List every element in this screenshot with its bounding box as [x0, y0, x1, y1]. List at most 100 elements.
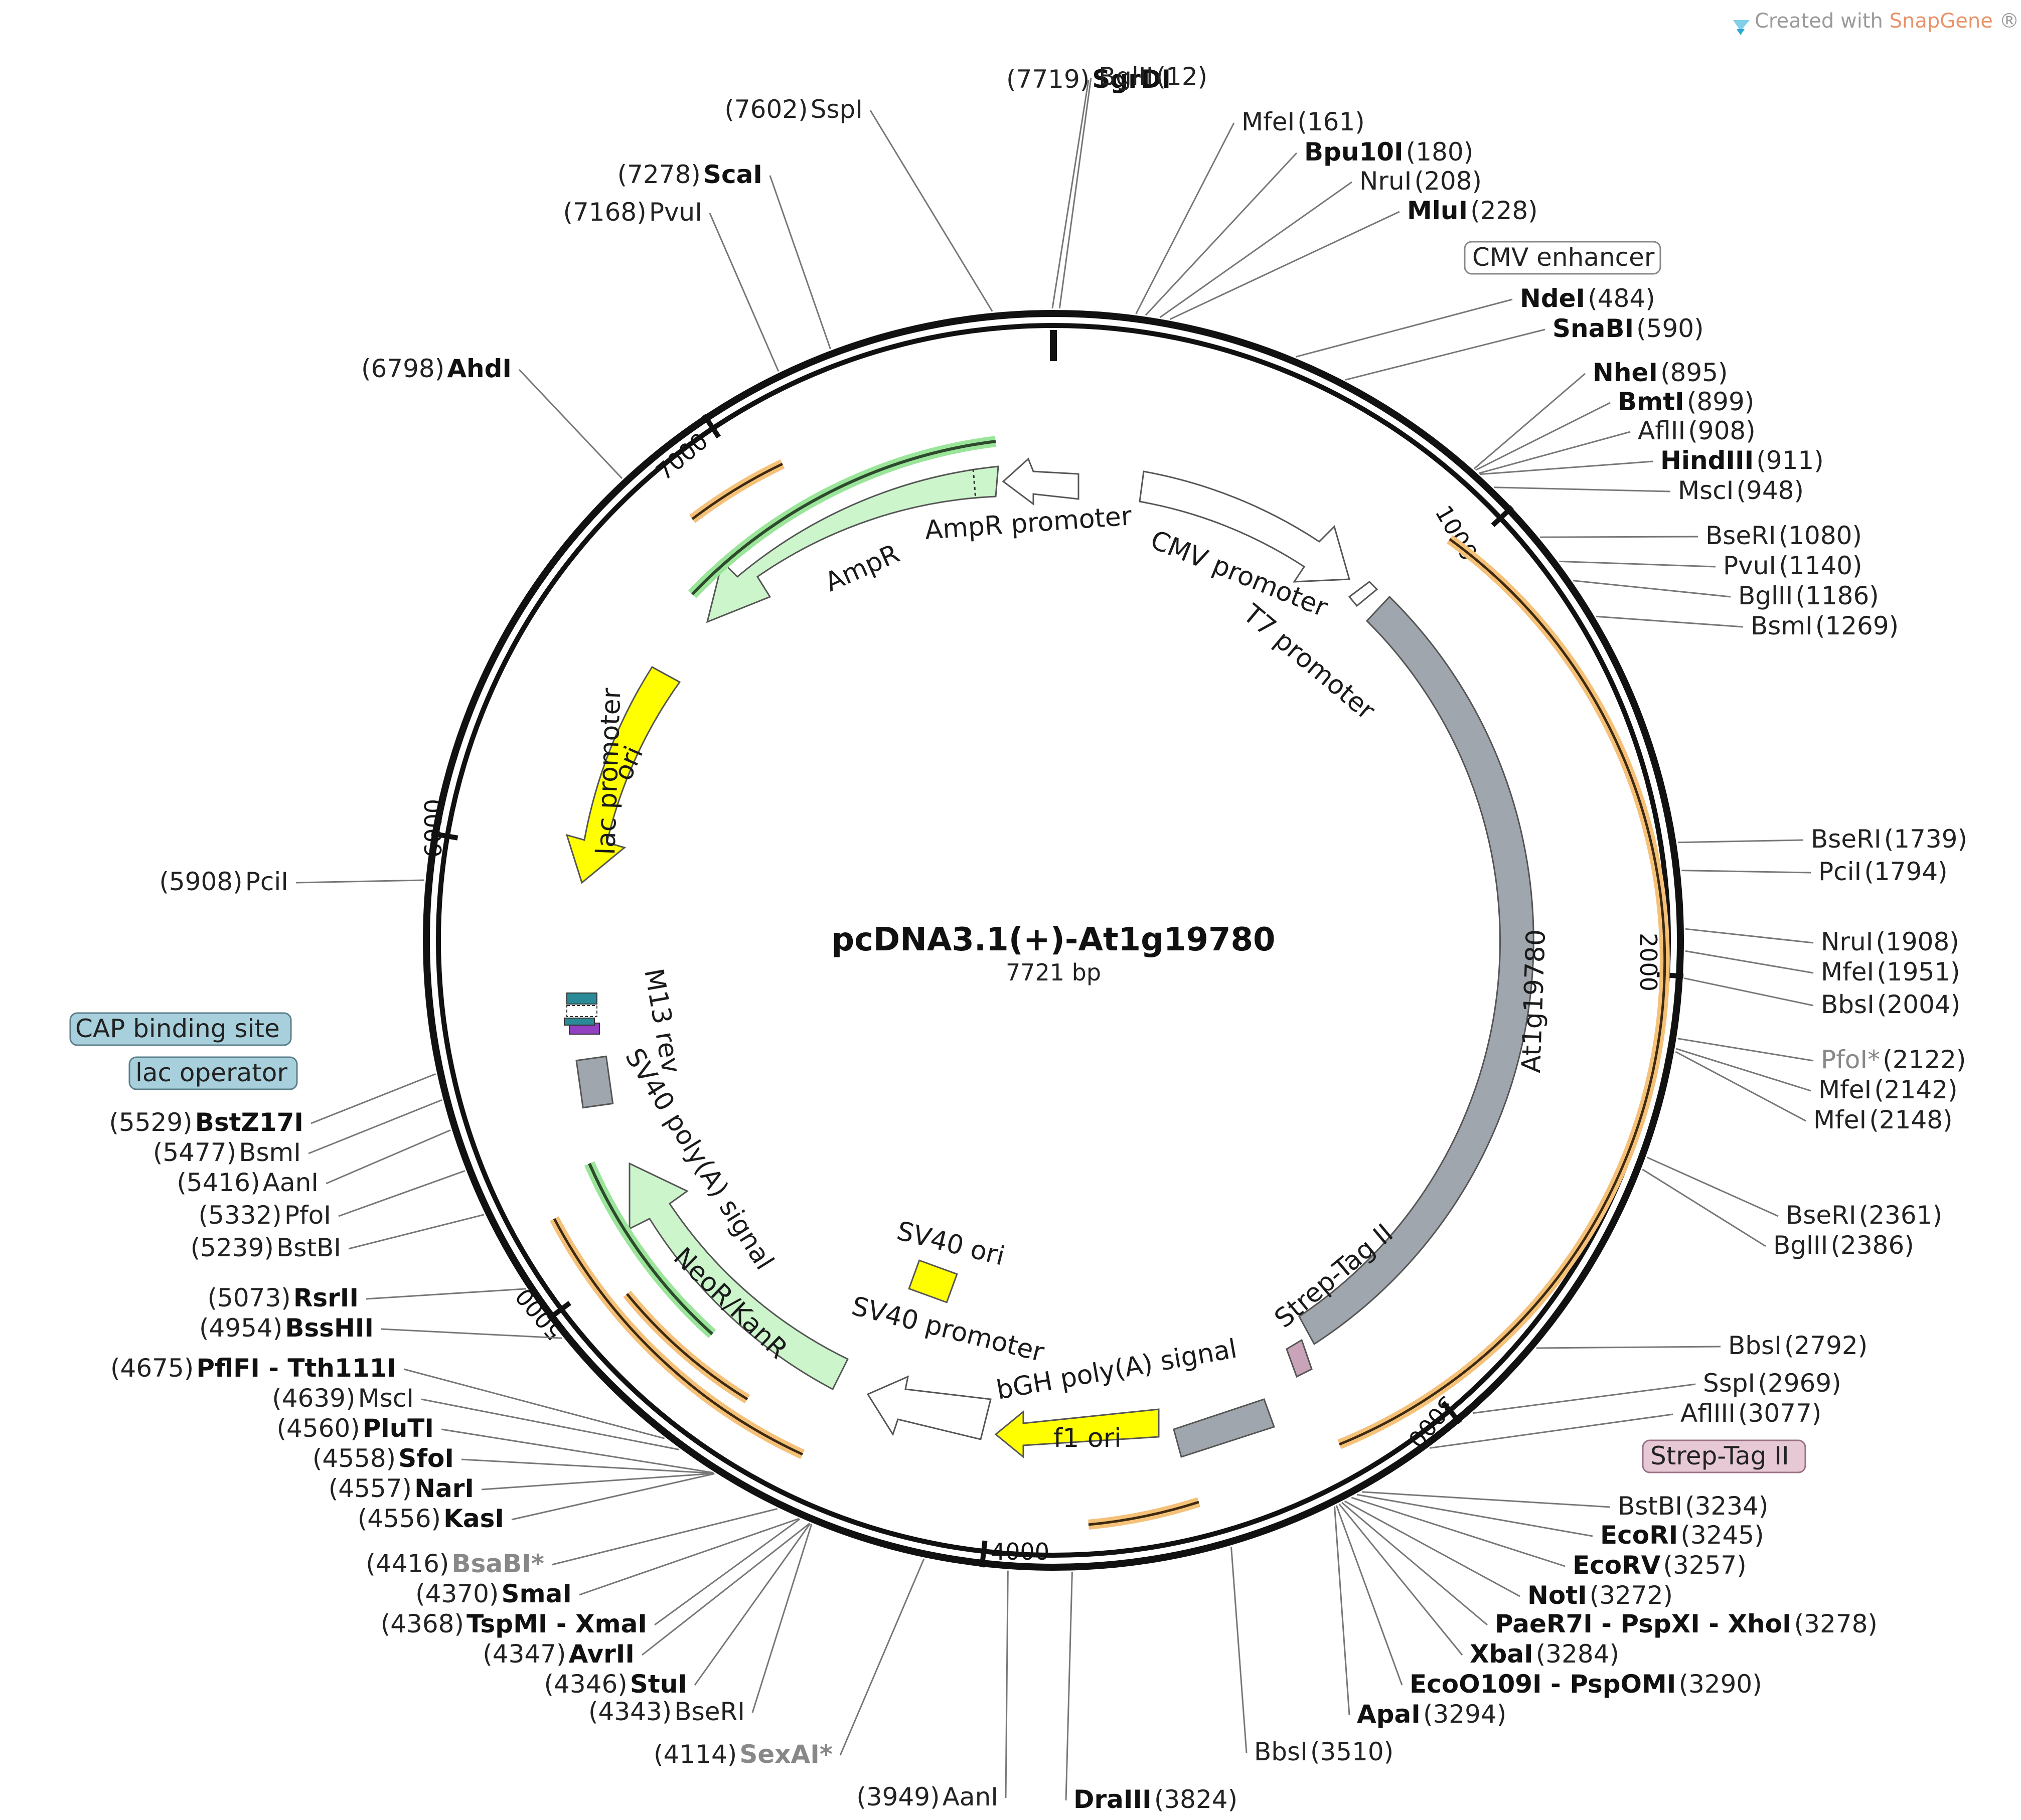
- site-mfei[interactable]: MfeI (1951): [1685, 950, 1960, 986]
- site-bseri[interactable]: BseRI (2361): [1646, 1156, 1942, 1230]
- site-draiii[interactable]: DraIII (3824): [1065, 1572, 1237, 1814]
- site-bmti[interactable]: BmtI (899): [1475, 387, 1755, 471]
- feature-ampr[interactable]: [706, 465, 999, 623]
- strep-tag-box[interactable]: [1642, 1439, 1806, 1473]
- site-avrii[interactable]: (4347) AvrII: [483, 1523, 811, 1669]
- site-leader-line: [1642, 1169, 1766, 1247]
- site-rsrii[interactable]: (5073) RsrII: [208, 1283, 526, 1312]
- site-bsabi-[interactable]: (4416) BsaBI*: [366, 1508, 778, 1578]
- site-pluti[interactable]: (4560) PluTI: [277, 1414, 713, 1473]
- site-pfoi[interactable]: (5332) PfoI: [199, 1170, 465, 1230]
- site-noti[interactable]: NotI (3272): [1344, 1500, 1673, 1610]
- orf-arrow-lower-left-outer-line: [553, 1218, 804, 1456]
- feature-lac-operator[interactable]: [566, 992, 597, 1005]
- site-leader-line: [654, 1518, 801, 1626]
- site-stui[interactable]: (4346) StuI: [544, 1523, 811, 1699]
- site-afliii[interactable]: AflIII (3077): [1429, 1399, 1821, 1449]
- site-nhei[interactable]: NheI (895): [1473, 358, 1728, 469]
- cap-binding-box[interactable]: [69, 1012, 292, 1046]
- site-mfei[interactable]: MfeI (161): [1135, 107, 1365, 314]
- site-bbsi[interactable]: BbsI (2792): [1536, 1331, 1868, 1360]
- site-aani[interactable]: (5416) AanI: [177, 1129, 451, 1197]
- label-sv40-promoter: SV40 promoter: [849, 1291, 1047, 1368]
- site-mfei[interactable]: MfeI (2142): [1675, 1048, 1958, 1104]
- site-mlui[interactable]: MluI (228): [1169, 196, 1538, 320]
- site-apai[interactable]: ApaI (3294): [1334, 1506, 1507, 1729]
- site-leader-line: [1685, 950, 1814, 974]
- site-xbai[interactable]: XbaI (3284): [1338, 1503, 1619, 1669]
- site-scai[interactable]: (7278) ScaI: [617, 160, 831, 350]
- site-sspi[interactable]: SspI (2969): [1472, 1369, 1841, 1414]
- feature-sv40-polya[interactable]: [575, 1055, 614, 1109]
- site-bseri[interactable]: BseRI (1739): [1677, 824, 1967, 854]
- site-leader-line: [694, 1523, 811, 1686]
- feature-at1g19780[interactable]: [1298, 595, 1534, 1346]
- site-bsmi[interactable]: BsmI (1269): [1596, 611, 1899, 640]
- feature-neor-kanr[interactable]: [629, 1162, 849, 1391]
- site-bstz17i[interactable]: (5529) BstZ17I: [109, 1073, 436, 1137]
- cmv-enhancer-box[interactable]: [1464, 241, 1661, 275]
- feature-lac-promoter-marker[interactable]: [566, 1005, 597, 1017]
- site-ecori[interactable]: EcoRI (3245): [1356, 1494, 1764, 1550]
- site-leader-line: [1559, 560, 1716, 568]
- site-sexai-[interactable]: (4114) SexAI*: [654, 1558, 925, 1769]
- site-leader-line: [1335, 1505, 1403, 1686]
- feature-cap-binding[interactable]: [564, 1018, 595, 1026]
- site-ahdi[interactable]: (6798) AhdI: [361, 354, 623, 479]
- lac-operator-box[interactable]: [128, 1056, 298, 1090]
- site-ecorv[interactable]: EcoRV (3257): [1351, 1497, 1747, 1580]
- feature-cmv-enhancer[interactable]: [1145, 362, 1295, 404]
- site-pfoi-[interactable]: PfoI* (2122): [1677, 1038, 1966, 1074]
- site-hindiii[interactable]: HindIII (911): [1480, 446, 1824, 475]
- site-pcii[interactable]: PciI (1794): [1681, 857, 1948, 886]
- site-label: (5477) BsmI: [153, 1138, 301, 1167]
- site-kasi[interactable]: (4556) KasI: [358, 1473, 715, 1533]
- feature-ampr-promoter[interactable]: [1002, 457, 1079, 506]
- site-bglii[interactable]: BglII (12): [1058, 62, 1207, 309]
- site-bbsi[interactable]: BbsI (2004): [1684, 977, 1960, 1019]
- site-sfoi[interactable]: (4558) SfoI: [313, 1444, 714, 1474]
- site-ndei[interactable]: NdeI (484): [1296, 284, 1655, 358]
- site-msci[interactable]: MscI (948): [1494, 476, 1804, 505]
- site-pvui[interactable]: (7168) PvuI: [563, 198, 780, 372]
- site-label: MluI (228): [1407, 196, 1538, 225]
- feature-sv40-ori[interactable]: [908, 1259, 958, 1303]
- site-bstbi[interactable]: (5239) BstBI: [191, 1214, 485, 1262]
- site-smai[interactable]: (4370) SmaI: [415, 1518, 799, 1608]
- site-sspi[interactable]: (7602) SspI: [724, 95, 993, 312]
- site-tspmi-xmai[interactable]: (4368) TspMI - XmaI: [381, 1518, 801, 1638]
- site-pvui[interactable]: PvuI (1140): [1559, 551, 1862, 580]
- feature-bgh-polya[interactable]: [1173, 1398, 1275, 1458]
- feature-ori[interactable]: [565, 666, 681, 884]
- site-label: (4370) SmaI: [415, 1579, 572, 1608]
- feature-sv40-promoter[interactable]: [866, 1375, 992, 1440]
- site-bseri[interactable]: BseRI (1080): [1540, 521, 1862, 550]
- feature-f1-ori[interactable]: [994, 1408, 1160, 1459]
- feature-t7-promoter[interactable]: [1348, 581, 1378, 607]
- site-msci[interactable]: (4639) MscI: [272, 1384, 680, 1450]
- site-bpu10i[interactable]: Bpu10I (180): [1145, 137, 1473, 316]
- site-mfei[interactable]: MfeI (2148): [1675, 1051, 1953, 1134]
- site-bglii[interactable]: BglII (1186): [1573, 580, 1879, 610]
- site-bstbi[interactable]: BstBI (3234): [1361, 1491, 1768, 1521]
- site-aflii[interactable]: AflII (908): [1479, 416, 1756, 474]
- site-bglii[interactable]: BglII (2386): [1642, 1169, 1914, 1260]
- site-nrui[interactable]: NruI (208): [1159, 167, 1482, 318]
- site-pflfi-tth111i[interactable]: (4675) PflFI - Tth111I: [110, 1354, 665, 1439]
- site-bseri[interactable]: (4343) BseRI: [588, 1524, 813, 1726]
- site-bsmi[interactable]: (5477) BsmI: [153, 1099, 442, 1167]
- site-ecoo109i-pspomi[interactable]: EcoO109I - PspOMI (3290): [1335, 1505, 1762, 1699]
- feature-cmv-promoter[interactable]: [1139, 470, 1350, 583]
- label-f1-ori: f1 ori: [1053, 1423, 1122, 1453]
- feature-strep-tag[interactable]: [1286, 1339, 1313, 1378]
- site-bsshii[interactable]: (4954) BssHII: [199, 1313, 563, 1343]
- site-sgrdi[interactable]: (7719) SgrDI: [1006, 65, 1171, 309]
- site-leader-line: [1058, 77, 1092, 309]
- site-paer7i-pspxi-xhoi[interactable]: PaeR7I - PspXI - XhoI (3278): [1341, 1502, 1878, 1638]
- site-snabi[interactable]: SnaBI (590): [1345, 314, 1704, 381]
- site-nari[interactable]: (4557) NarI: [329, 1472, 714, 1503]
- site-bbsi[interactable]: BbsI (3510): [1230, 1546, 1394, 1766]
- site-nrui[interactable]: NruI (1908): [1685, 927, 1959, 956]
- site-pcii[interactable]: (5908) PciI: [159, 867, 424, 896]
- site-aani[interactable]: (3949) AanI: [856, 1570, 1009, 1811]
